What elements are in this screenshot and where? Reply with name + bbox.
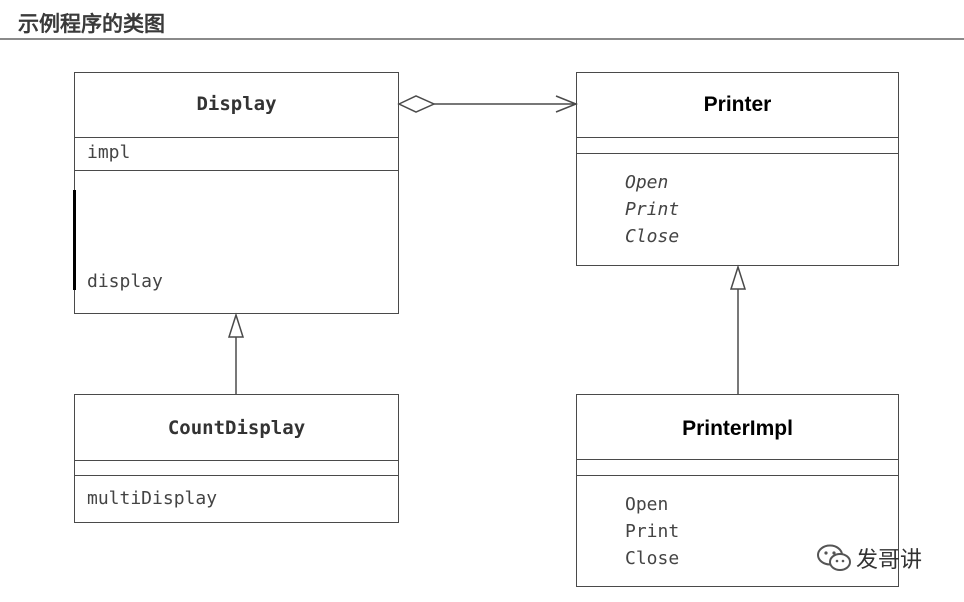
title-divider [0, 38, 964, 40]
class-printer-methods: Open Print Close [577, 153, 898, 265]
method-print: Print [625, 521, 680, 542]
method-close: Close [625, 226, 680, 247]
class-printerimpl-methods: Open Print Close [577, 475, 898, 586]
watermark: 发哥讲 [816, 542, 922, 574]
class-countdisplay-methods: multiDisplay [75, 475, 398, 522]
method-close: Close [625, 548, 680, 569]
method-open: Open [625, 172, 669, 193]
inheritance-link-display [227, 312, 245, 394]
class-countdisplay-fields [75, 460, 398, 475]
margin-bar [73, 190, 76, 290]
method-open: Open [625, 494, 669, 515]
method-display: display [87, 271, 163, 292]
class-printerimpl-fields [577, 459, 898, 475]
field-impl: impl [87, 142, 131, 163]
inheritance-triangle [729, 264, 747, 290]
method-print: Print [625, 199, 680, 220]
class-printerimpl-name: PrinterImpl [682, 417, 793, 440]
class-display: Display impl display [74, 72, 399, 314]
class-display-name: Display [196, 93, 277, 115]
diagram-title: 示例程序的类图 [18, 12, 165, 36]
method-multidisplay: multiDisplay [87, 488, 218, 509]
aggregation-diamond [397, 95, 436, 113]
inheritance-triangle [227, 312, 245, 338]
class-countdisplay-name: CountDisplay [167, 417, 306, 439]
wechat-icon [817, 544, 851, 571]
class-printer: Printer Open Print Close [576, 72, 899, 266]
aggregation-link [397, 95, 579, 113]
class-printer-fields [577, 137, 898, 153]
class-countdisplay: CountDisplay multiDisplay [74, 394, 399, 523]
class-display-fields: impl [75, 137, 398, 170]
inheritance-link-printer [729, 264, 747, 394]
watermark-text: 发哥讲 [856, 548, 923, 573]
class-display-methods: display [75, 170, 398, 313]
class-printer-name: Printer [703, 93, 772, 116]
navigation-arrowhead [555, 95, 579, 113]
